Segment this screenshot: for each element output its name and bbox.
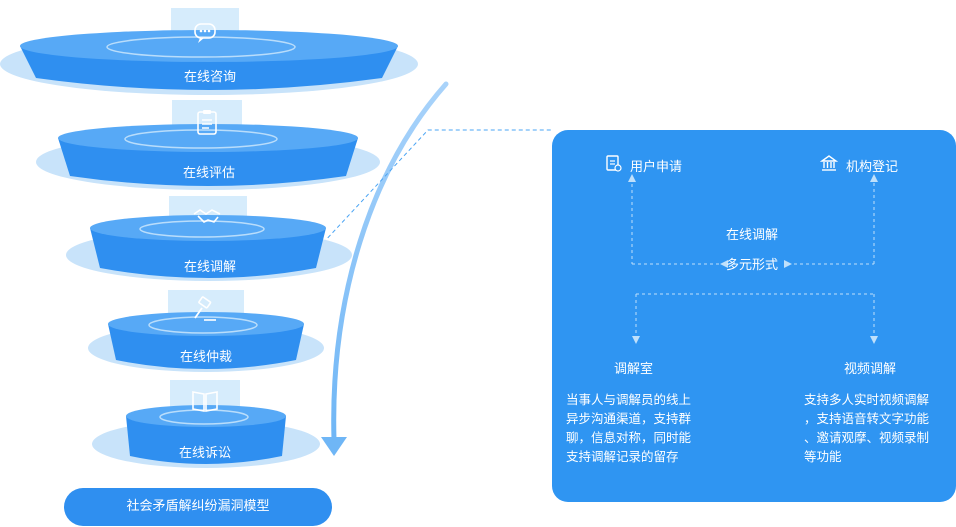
tier-mediation: 在线调解 — [66, 190, 354, 290]
tier-label: 在线调解 — [183, 260, 236, 275]
tier-label: 在线评估 — [182, 166, 235, 181]
center-subtitle: 多元形式 — [726, 258, 779, 273]
curved-arrow-head — [321, 437, 347, 456]
tier-label: 在线仲裁 — [179, 350, 232, 365]
tier-label: 在线咨询 — [183, 70, 236, 85]
handshake-icon — [192, 206, 222, 226]
tier-assess: 在线评估 — [36, 96, 382, 196]
center-title: 在线调解 — [726, 228, 779, 243]
video-description: 支持多人实时视频调解 ，支持语音转文字功能 、邀请观摩、视频录制 等功能 — [804, 392, 930, 464]
user-apply-node: 用户申请 — [604, 154, 682, 176]
mediation-detail-panel: 用户申请 机构登记 在线调解 多元形式 调解室 视频调解 当事人与调解员的线上 … — [552, 130, 956, 502]
curved-arrow-shaft — [331, 81, 449, 443]
panel-connectors — [628, 174, 878, 344]
model-title-pill: 社会矛盾解纠纷漏洞模型 — [64, 488, 332, 526]
org-register-node: 机构登记 — [819, 154, 899, 176]
tier-arbitration: 在线仲裁 — [88, 284, 324, 380]
user-apply-label: 用户申请 — [630, 159, 683, 175]
video-label: 视频调解 — [844, 362, 897, 377]
room-description: 当事人与调解员的线上 异步沟通渠道，支持群 聊，信息对称，同时能 支持调解记录的… — [566, 392, 692, 464]
document-icon — [604, 154, 622, 176]
org-register-label: 机构登记 — [846, 159, 899, 175]
clipboard-icon — [194, 108, 220, 136]
tier-litigation: 在线诉讼 — [92, 374, 320, 474]
gavel-icon — [190, 296, 218, 324]
dashed-connector — [322, 129, 552, 244]
tier-label: 在线诉讼 — [178, 446, 231, 461]
tier-consult: 在线咨询 — [0, 0, 420, 100]
room-label: 调解室 — [614, 362, 654, 377]
bank-icon — [819, 154, 839, 176]
chat-bubble-icon — [192, 20, 218, 46]
book-icon — [190, 388, 220, 414]
